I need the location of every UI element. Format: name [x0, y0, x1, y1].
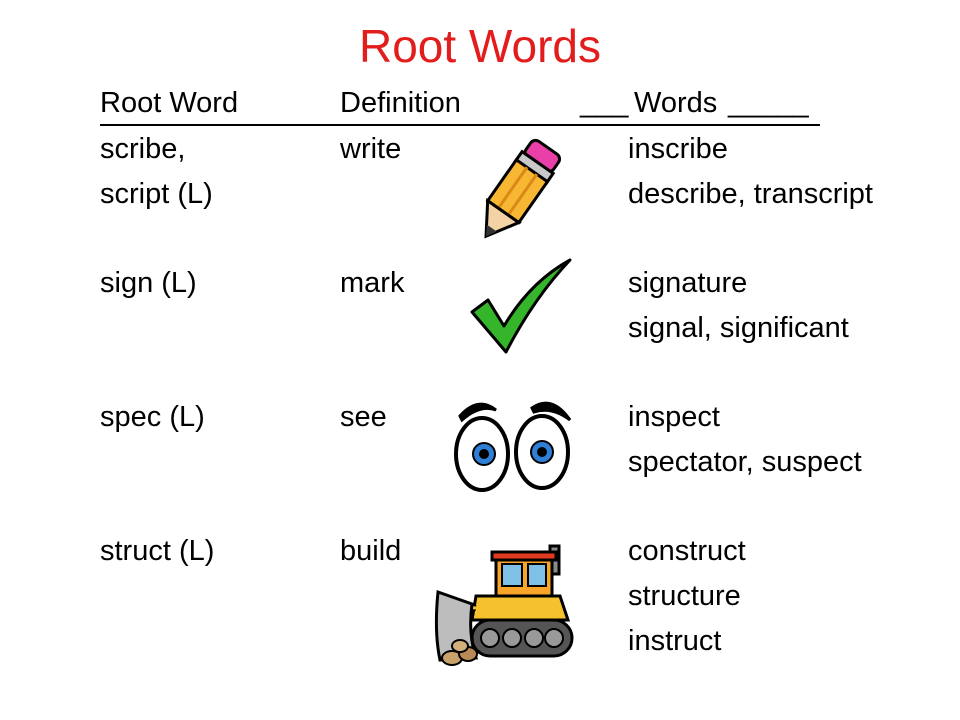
- row-2-root: sign (L): [100, 267, 197, 299]
- bulldozer-icon: [434, 544, 574, 666]
- row-3-definition: see: [340, 401, 387, 433]
- row-1-root: scribe,: [100, 133, 186, 165]
- checkmark-icon: [470, 258, 572, 354]
- row-4-word-3: instruct: [628, 625, 722, 657]
- page-title: Root Words: [358, 20, 602, 72]
- row-3-root: spec (L): [100, 401, 205, 433]
- row-2-word-2: signal, significant: [628, 312, 849, 344]
- header-definition: Definition: [340, 87, 461, 119]
- pencil-icon: [484, 138, 562, 239]
- eyes-icon: [454, 401, 572, 492]
- header-words-prefix: ___: [580, 87, 629, 119]
- row-1-word-1: inscribe: [628, 133, 728, 165]
- row-1-root-2: script (L): [100, 178, 213, 210]
- row-2-definition: mark: [340, 267, 405, 299]
- row-4-word-1: construct: [628, 535, 746, 567]
- row-4-root: struct (L): [100, 535, 215, 567]
- header-words: Words: [634, 87, 718, 119]
- header-words-suffix: _____: [728, 87, 809, 119]
- row-3-word-1: inspect: [628, 401, 720, 433]
- row-2-word-1: signature: [628, 267, 748, 299]
- row-3-word-2: spectator, suspect: [628, 446, 862, 478]
- header-root-word: Root Word: [100, 87, 239, 119]
- row-1-definition: write: [340, 133, 402, 165]
- table-header: Root Word Definition ___ Words _____: [100, 84, 820, 126]
- row-4-word-2: structure: [628, 580, 741, 612]
- row-4-definition: build: [340, 535, 402, 567]
- row-1-word-2: describe, transcript: [628, 178, 873, 210]
